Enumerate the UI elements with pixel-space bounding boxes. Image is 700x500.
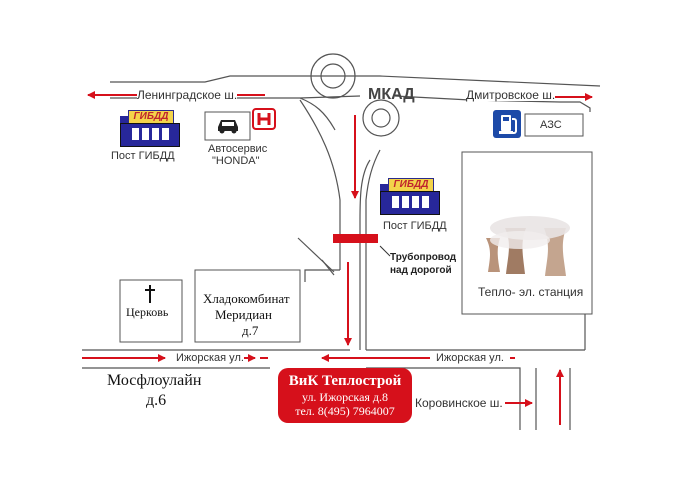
honda-logo-icon: [252, 108, 276, 130]
azs-label: АЗС: [540, 119, 562, 131]
church-label: Церковь: [126, 305, 169, 319]
mkad-label: МКАД: [368, 86, 415, 103]
hladokombinat-label-1: Хладокомбинат: [203, 291, 290, 306]
company-callout: ВиК Теплострой ул. Ижорская д.8 тел. 8(4…: [278, 368, 412, 423]
fuel-pump-icon: [493, 110, 521, 138]
power-station-label: Тепло- эл. станция: [478, 285, 584, 299]
post-gibdd-center-label: Пост ГИБДД: [383, 220, 447, 232]
cooling-towers-icon: [486, 216, 570, 276]
hladokombinat-box: [194, 269, 301, 343]
interchange: [310, 53, 400, 137]
dmitrovskoe-label: Дмитровское ш.: [466, 88, 556, 102]
avtoservis-label-2: "HONDA": [212, 155, 260, 167]
azs-box: [524, 113, 584, 137]
cross-icon: [145, 285, 155, 303]
mosflow-label-1: Мосфлоулайн: [107, 372, 202, 389]
pipeline-pointer: [379, 245, 391, 257]
avtoservis-label-1: Автосервис: [208, 143, 268, 155]
hladokombinat-label-2: Меридиан: [215, 307, 272, 322]
gibdd-left-icon: ГИБДД: [120, 110, 180, 148]
leningradskoe-label: Ленинградское ш.: [137, 88, 238, 102]
company-address: ул. Ижорская д.8: [301, 390, 389, 404]
izhorskaya-street: [82, 290, 586, 430]
main-road: [297, 99, 381, 350]
route-arrows: [82, 91, 593, 425]
gibdd-sign: ГИБДД: [128, 110, 174, 124]
pipeline-label-1: Трубопровод: [390, 252, 457, 263]
mosflow-label-2: д.6: [146, 392, 167, 409]
company-phone: тел. 8(495) 7964007: [295, 404, 395, 418]
company-name: ВиК Теплострой: [288, 373, 402, 389]
izhorskaya-right-label: Ижорская ул.: [436, 352, 504, 364]
pipeline-bar: [333, 234, 378, 243]
post-gibdd-left-label: Пост ГИБДД: [111, 150, 175, 162]
gibdd-sign: ГИБДД: [388, 178, 434, 192]
car-icon: [218, 120, 238, 134]
gibdd-center-icon: ГИБДД: [380, 178, 440, 216]
pipeline-label-2: над дорогой: [390, 265, 452, 276]
izhorskaya-left-label: Ижорская ул.: [176, 352, 244, 364]
hladokombinat-label-3: д.7: [242, 323, 259, 338]
korovinskoe-label: Коровинское ш.: [415, 396, 503, 410]
